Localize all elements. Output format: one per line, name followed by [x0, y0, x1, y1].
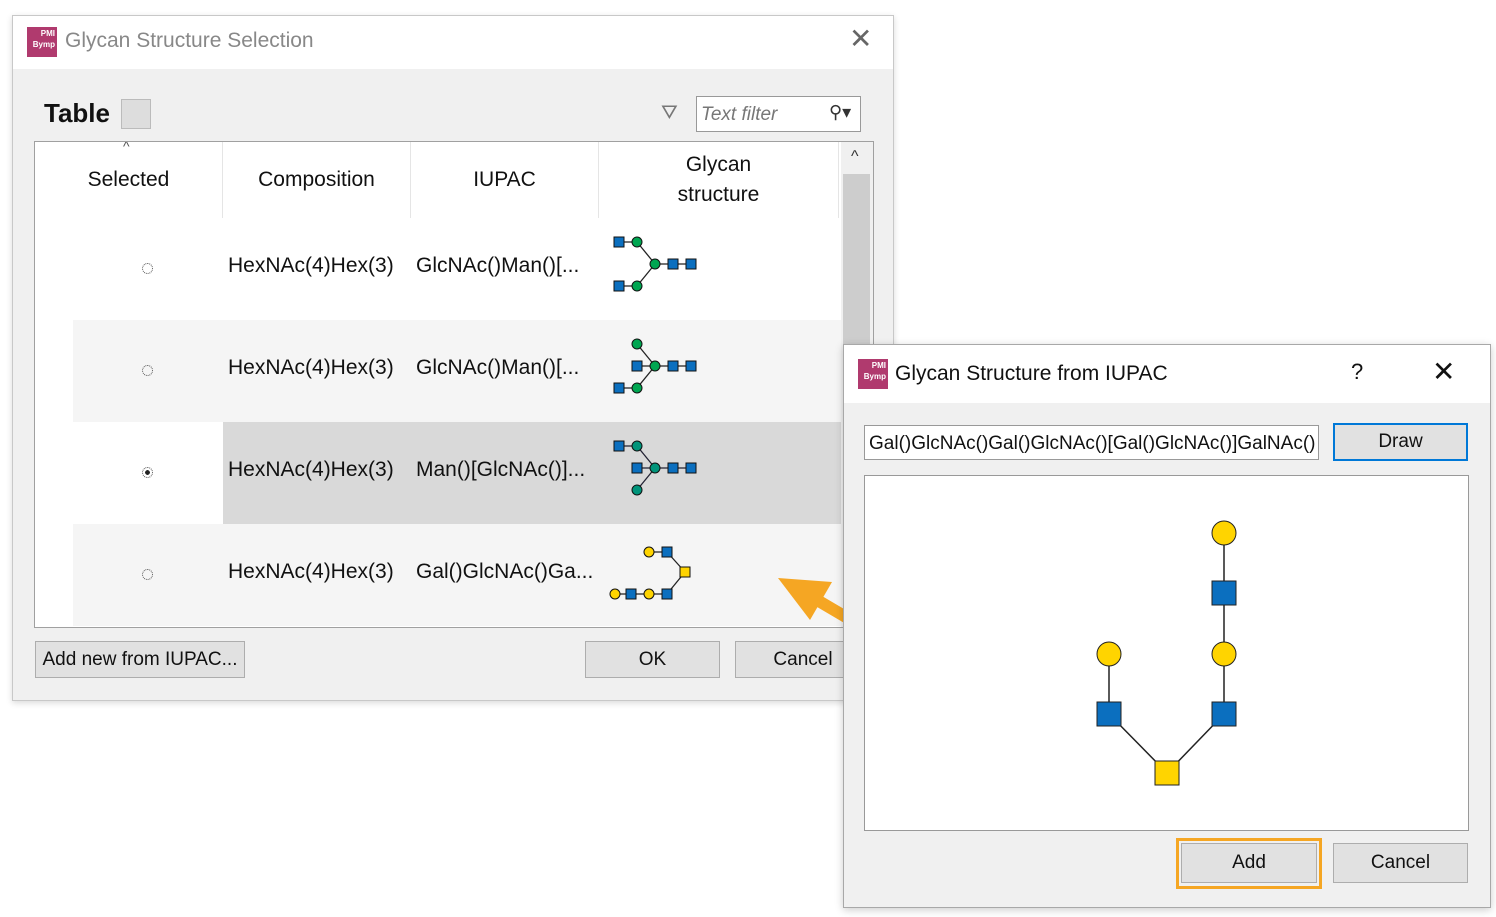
row-selection-highlight: [223, 422, 841, 524]
add-button[interactable]: Add: [1181, 843, 1317, 883]
table-row-selected[interactable]: HexNAc(4)Hex(3) Man()[GlcNAc()]...: [35, 422, 841, 524]
close-icon[interactable]: ✕: [849, 23, 873, 54]
sort-ascending-icon: ^: [123, 141, 130, 154]
export-table-icon[interactable]: [121, 99, 151, 129]
glycan-structure-drawing: [1096, 520, 1237, 786]
filter-placeholder: Text filter: [701, 104, 778, 125]
iupac-cell: Gal()GlcNAc()Ga...: [416, 560, 594, 583]
glycan-structure-icon: [613, 338, 697, 394]
composition-cell: HexNAc(4)Hex(3): [228, 356, 394, 379]
column-header-composition[interactable]: Composition: [223, 142, 411, 218]
composition-cell: HexNAc(4)Hex(3): [228, 458, 394, 481]
glycan-structure-icon: [609, 546, 691, 600]
draw-button[interactable]: Draw: [1333, 423, 1468, 461]
glycan-structure-icon: [613, 440, 697, 496]
row-background: [73, 320, 841, 422]
column-header-iupac[interactable]: IUPAC: [411, 142, 599, 218]
row-radio[interactable]: [142, 263, 153, 274]
dialog-title: Glycan Structure Selection: [65, 29, 314, 52]
search-icon[interactable]: ⚲▾: [829, 102, 852, 122]
row-radio[interactable]: [142, 569, 153, 580]
dialog-title: Glycan Structure from IUPAC: [895, 362, 1168, 385]
row-radio[interactable]: [142, 365, 153, 376]
cancel-button[interactable]: Cancel: [1333, 843, 1468, 883]
glycan-drawing-canvas: [864, 475, 1469, 831]
row-background: [73, 524, 841, 626]
ok-button[interactable]: OK: [585, 641, 720, 678]
table-row[interactable]: HexNAc(4)Hex(3) Gal()GlcNAc()Ga...: [35, 524, 841, 626]
iupac-input[interactable]: Gal()GlcNAc()Gal()GlcNAc()[Gal()GlcNAc()…: [864, 425, 1319, 460]
row-radio-checked[interactable]: [142, 467, 153, 478]
composition-cell: HexNAc(4)Hex(3): [228, 254, 394, 277]
glycan-structure-icon: [613, 236, 697, 292]
column-header-glycan-structure[interactable]: Glycan structure: [599, 142, 839, 218]
add-new-from-iupac-button[interactable]: Add new from IUPAC...: [35, 641, 245, 678]
table-row[interactable]: HexNAc(4)Hex(3) GlcNAc()Man()[...: [35, 320, 841, 422]
help-button[interactable]: ?: [1351, 359, 1364, 384]
table-row[interactable]: HexNAc(4)Hex(3) GlcNAc()Man()[...: [35, 218, 841, 320]
iupac-input-value: Gal()GlcNAc()Gal()GlcNAc()[Gal()GlcNAc()…: [869, 433, 1316, 454]
column-header-selected[interactable]: Selected: [35, 142, 223, 218]
scrollbar-thumb[interactable]: [843, 174, 870, 344]
filter-icon[interactable]: ⛛: [661, 102, 678, 124]
close-icon[interactable]: ✕: [1432, 356, 1456, 387]
add-button-highlight: [1176, 838, 1322, 889]
text-filter-input[interactable]: Text filter ⚲▾: [696, 96, 861, 132]
scroll-up-icon[interactable]: ^: [851, 148, 859, 165]
iupac-cell: Man()[GlcNAc()]...: [416, 458, 586, 481]
iupac-cell: GlcNAc()Man()[...: [416, 254, 580, 277]
iupac-cell: GlcNAc()Man()[...: [416, 356, 580, 379]
glycan-table: ^ Selected Composition IUPAC Glycan stru…: [34, 141, 874, 628]
composition-cell: HexNAc(4)Hex(3): [228, 560, 394, 583]
table-label: Table: [44, 98, 110, 128]
